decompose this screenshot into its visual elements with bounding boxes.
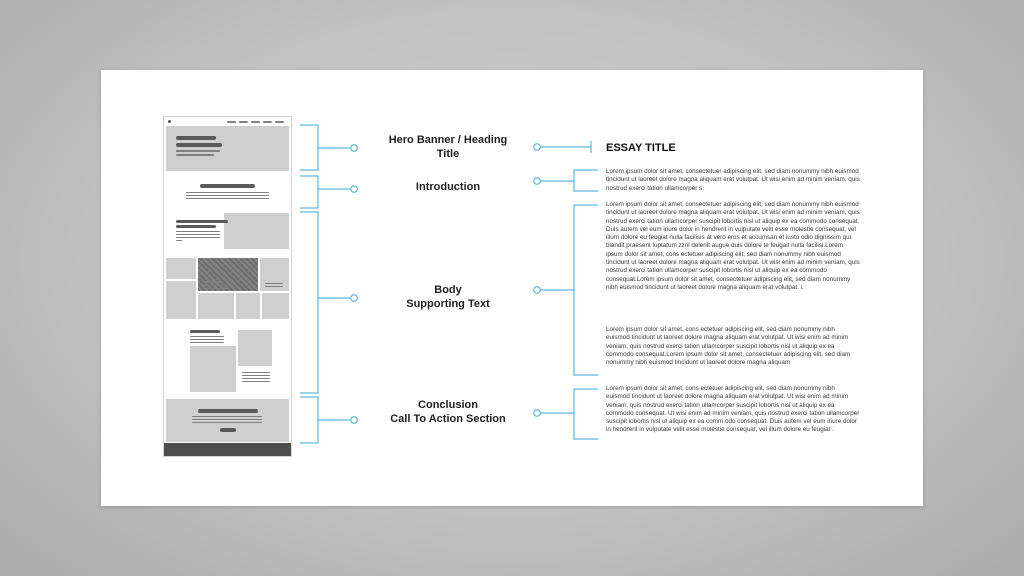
wireframe-body-text [176,231,220,232]
essay-conclusion-bracket [540,388,598,440]
wireframe-intro-text [186,198,269,199]
label-hero-line-2: Title [436,148,460,160]
wireframe-cta-text [192,422,262,423]
wireframe-hero-banner [166,126,289,171]
wireframe-hero-text [176,154,214,156]
wireframe-cta-heading [198,409,258,413]
wireframe-body2-text [190,342,224,343]
label-body: Body Supporting Text [372,283,524,311]
label-intro: Introduction [372,180,524,194]
wireframe-grid-text [204,285,228,286]
title-connector [540,141,592,153]
body-node [350,294,358,302]
wireframe-intro-text [186,192,269,193]
label-conclusion-line-2: Call To Action Section [390,413,506,425]
essay-conclusion-node [533,409,541,417]
essay-intro-node [533,177,541,185]
wireframe-body2-image [238,330,272,366]
essay-intro-bracket [540,169,598,192]
wireframe-body2-text [190,339,224,340]
page-wireframe [163,116,292,457]
body-bracket [300,211,319,394]
wireframe-body2-text [242,375,270,376]
wireframe-body2-text [242,378,270,379]
wireframe-grid-tile [166,258,196,279]
wireframe-cta-section [166,399,289,442]
wireframe-grid-tile [236,293,260,319]
wireframe-body2-image [190,346,236,392]
wireframe-grid-text [204,288,228,289]
wireframe-nav-item [227,121,236,123]
wireframe-footer [164,443,291,456]
essay-body-paragraph-2: Lorem ipsum dolor sit amet, cons ectetue… [606,326,851,367]
essay-title: ESSAY TITLE [606,142,676,154]
label-body-line-1: Body [434,284,462,296]
wireframe-nav-item [239,121,248,123]
wireframe-body2-heading [190,330,220,333]
label-body-line-2: Supporting Text [406,298,490,310]
wireframe-body2-text [242,381,270,382]
wireframe-body-text [176,240,182,241]
label-hero: Hero Banner / Heading Title [372,133,524,161]
essay-body-paragraph-1: Lorem ipsum dolor sit amet, consectetuer… [606,201,860,291]
wireframe-body-heading [176,225,216,228]
label-intro-line-1: Introduction [415,181,481,193]
wireframe-grid-tile [260,258,289,291]
hero-bracket [300,124,319,171]
wireframe-intro-heading [200,184,255,188]
conclusion-node [350,416,358,424]
wireframe-grid-tile [198,293,234,319]
wireframe-body2-text [242,372,270,373]
wireframe-cta-text [192,419,262,420]
conclusion-bracket [300,396,319,444]
wireframe-cta-button [220,428,236,432]
intro-bracket [300,175,319,209]
intro-node [350,185,358,193]
wireframe-body-heading [176,220,228,223]
label-conclusion: Conclusion Call To Action Section [372,398,524,426]
title-node [533,143,541,151]
essay-conclusion-paragraph: Lorem ipsum dolor sit amet, cons ectetue… [606,385,860,434]
wireframe-hero-heading [176,143,222,147]
label-hero-line-1: Hero Banner / Heading [388,134,508,146]
wireframe-grid-text [265,286,283,287]
wireframe-body-image [224,213,289,249]
essay-intro-paragraph: Lorem ipsum dolor sit amet, consectetuer… [606,168,860,192]
wireframe-body-text [176,234,220,235]
wireframe-grid-text [265,283,283,284]
wireframe-grid-tile [262,293,289,319]
label-conclusion-line-1: Conclusion [418,399,478,411]
wireframe-intro-text [186,195,269,196]
wireframe-hero-heading [176,136,216,140]
wireframe-nav-item [263,121,272,123]
essay-body-node [533,286,541,294]
wireframe-nav-item [275,121,284,123]
wireframe-body2-text [190,336,224,337]
wireframe-grid-tile [166,281,196,319]
wireframe-body-text [176,237,220,238]
wireframe-cta-text [192,416,262,417]
wireframe-hero-text [176,150,220,152]
essay-body-bracket [540,204,598,376]
wireframe-logo [168,120,171,123]
wireframe-grid-text [204,281,222,283]
wireframe-nav-item [251,121,260,123]
hero-node [350,144,358,152]
